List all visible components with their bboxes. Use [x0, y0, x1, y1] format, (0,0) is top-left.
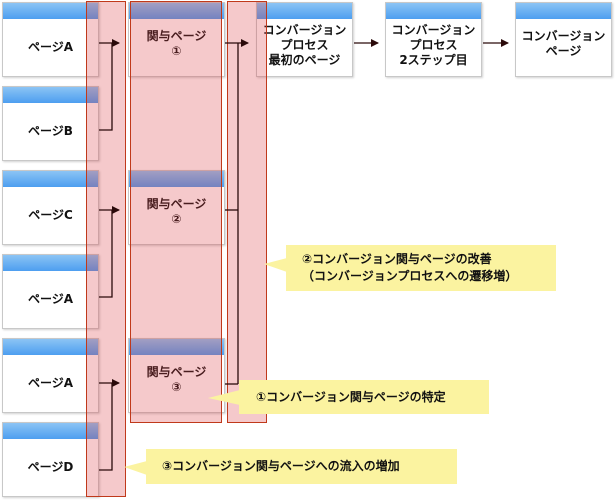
node-label: ページB: [28, 124, 73, 138]
callout-tail-identify: [208, 390, 240, 405]
node-label: ページA: [27, 376, 74, 390]
node-header: [516, 3, 611, 19]
callout-identify: ①コンバージョン関与ページの特定: [239, 380, 489, 414]
source-page-node: ページA: [2, 2, 99, 77]
source-page-node: ページA: [2, 338, 99, 413]
related-page-node: 関与ページ ③: [128, 338, 225, 413]
node-header: [257, 3, 352, 19]
node-header: [129, 3, 224, 19]
node-header: [3, 3, 98, 19]
source-page-node: ページD: [2, 422, 99, 497]
callout-increase: ③コンバージョン関与ページへの流入の増加: [146, 449, 457, 484]
conversion-step-node: コンバージョン プロセス 2ステップ目: [385, 2, 482, 77]
node-label: 関与ページ ②: [146, 197, 207, 226]
conversion-step-node: コンバージョン プロセス 最初のページ: [256, 2, 353, 77]
source-page-node: ページB: [2, 86, 99, 161]
node-header: [3, 339, 98, 355]
callout-tail-improve: [264, 258, 287, 272]
source-page-node: ページC: [2, 170, 99, 245]
connector-d-to-related-3: [99, 383, 113, 471]
node-header: [3, 423, 98, 439]
node-label: コンバージョン プロセス 2ステップ目: [391, 23, 476, 67]
callout-tail-increase: [124, 461, 147, 475]
node-label: 関与ページ ③: [146, 365, 207, 394]
highlight-inflow-column: [86, 1, 126, 497]
callout-improve: ②コンバージョン関与ページの改善 （コンバージョンプロセスへの遷移増）: [286, 245, 556, 291]
node-label: ページA: [27, 292, 74, 306]
node-label: ページA: [27, 40, 74, 54]
node-header: [129, 171, 224, 187]
node-label: 関与ページ ①: [146, 29, 207, 58]
connector-b-to-related-1: [99, 43, 113, 131]
connector-a2-to-related-2: [99, 210, 113, 298]
node-label: ページC: [28, 208, 73, 222]
node-label: コンバージョン プロセス 最初のページ: [262, 23, 347, 67]
highlight-related-column: [130, 1, 222, 423]
highlight-transition-column: [227, 1, 267, 423]
conversion-page-node: コンバージョン ページ: [515, 2, 612, 77]
related-page-node: 関与ページ ①: [128, 2, 225, 77]
source-page-node: ページA: [2, 254, 99, 329]
node-label: コンバージョン ページ: [521, 29, 606, 58]
node-header: [386, 3, 481, 19]
node-header: [129, 339, 224, 355]
related-page-node: 関与ページ ②: [128, 170, 225, 245]
node-header: [3, 255, 98, 271]
node-header: [3, 87, 98, 103]
node-label: ページD: [27, 460, 74, 474]
node-header: [3, 171, 98, 187]
